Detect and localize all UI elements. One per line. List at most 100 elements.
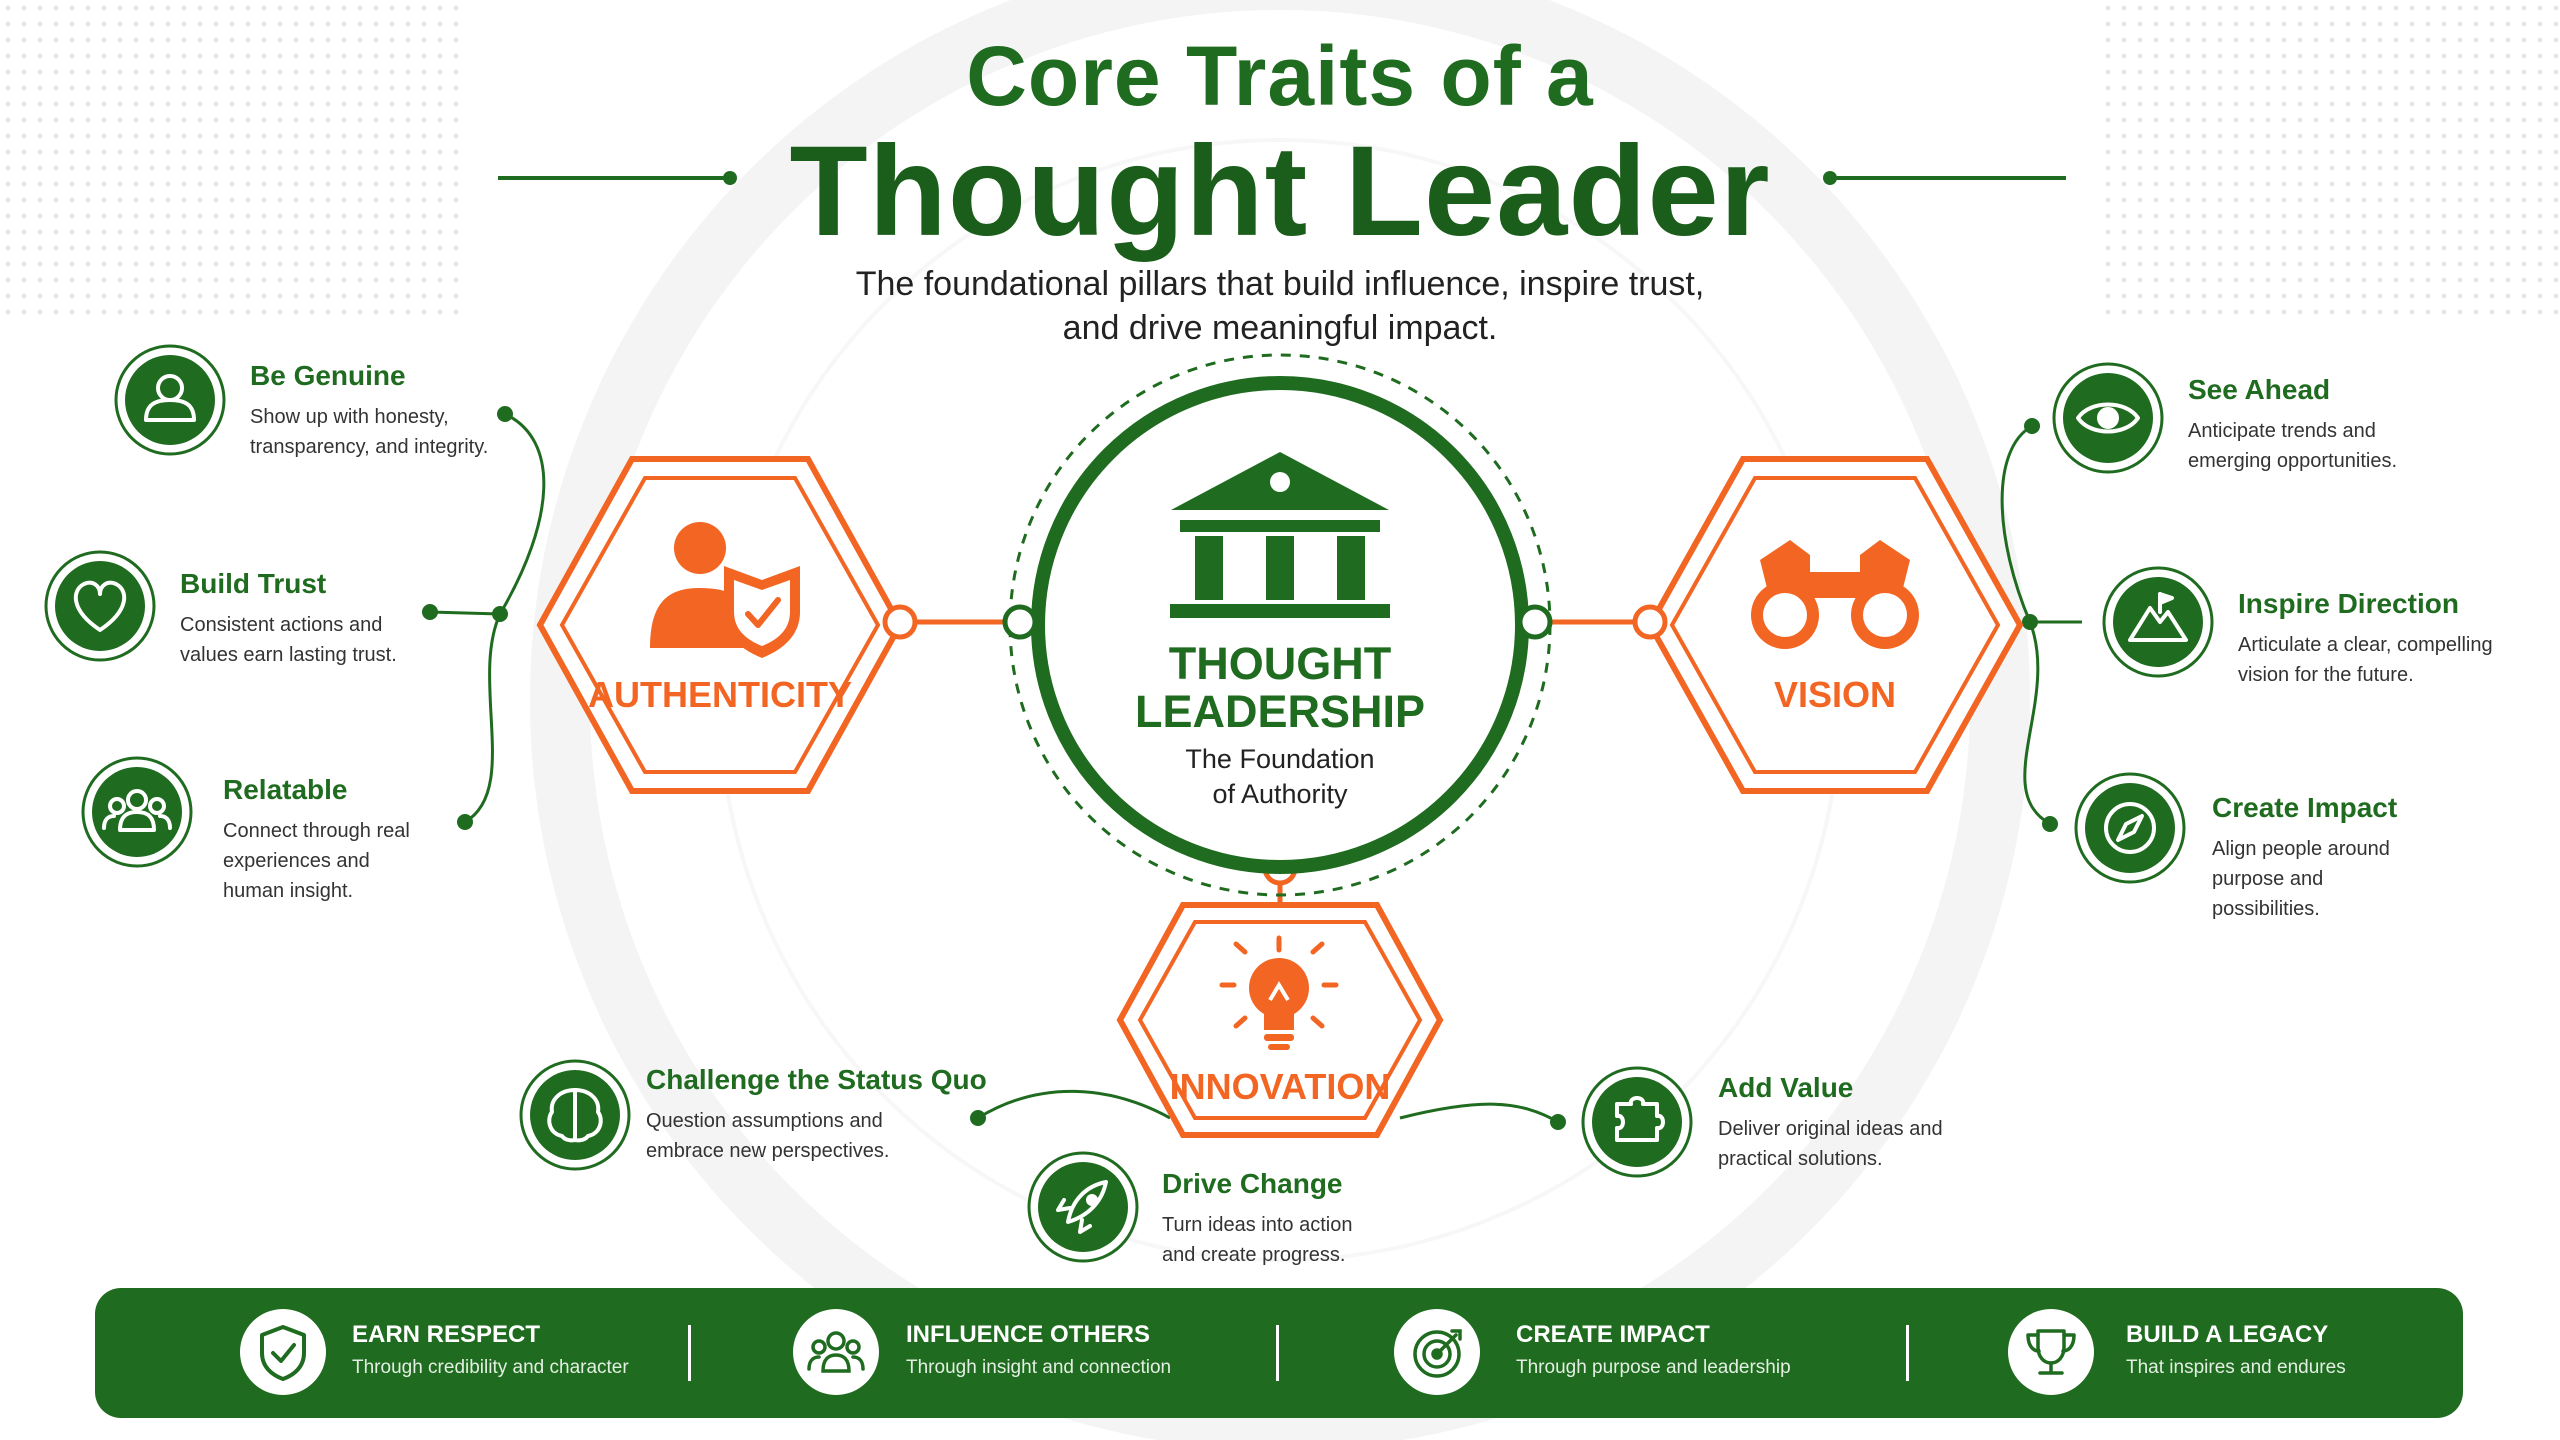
banner-item-build-legacy: BUILD A LEGACY That inspires and endures: [2126, 1321, 2346, 1379]
trait-build-trust: Build Trust Consistent actions and value…: [180, 568, 397, 670]
trait-desc: Consistent actions and values earn lasti…: [180, 610, 397, 670]
lightbulb-icon: [1219, 935, 1339, 1050]
center-title-line-1: THOUGHT: [1168, 638, 1392, 689]
trait-desc-line: experiences and: [223, 850, 370, 872]
left-connectors: [429, 412, 546, 824]
pillar-label-innovation: INNOVATION: [1169, 1066, 1391, 1107]
trait-desc-line: values earn lasting trust.: [180, 644, 397, 666]
subtitle-line-2: and drive meaningful impact.: [1062, 309, 1498, 347]
title-line-right: [1823, 171, 2066, 185]
connector-dot: [422, 604, 438, 620]
heart-icon: [73, 580, 127, 632]
trait-desc-line: Deliver original ideas and: [1718, 1118, 1943, 1140]
target-icon: [1413, 1329, 1462, 1378]
rocket-icon: [1056, 1180, 1108, 1234]
trait-desc-line: possibilities.: [2212, 898, 2320, 920]
pillar-label-authenticity: AUTHENTICITY: [588, 674, 852, 715]
trait-desc-line: embrace new perspectives.: [646, 1140, 890, 1162]
trait-title: Drive Change: [1162, 1168, 1343, 1199]
trait-desc-line: Question assumptions and: [646, 1110, 883, 1132]
trait-relatable: Relatable Connect through real experienc…: [223, 774, 410, 906]
trait-desc: Connect through real experiences and hum…: [223, 816, 410, 906]
center-circle: [1008, 353, 1552, 897]
compass-icon: [2104, 802, 2156, 854]
trait-add-value: Add Value Deliver original ideas and pra…: [1718, 1072, 1943, 1174]
trait-title: Create Impact: [2212, 792, 2398, 823]
connector-dot: [457, 814, 473, 830]
connector-dot: [970, 1110, 986, 1126]
banner-separator: [1276, 1325, 1279, 1381]
trait-title: Challenge the Status Quo: [646, 1064, 987, 1095]
trait-be-genuine: Be Genuine Show up with honesty, transpa…: [250, 360, 488, 462]
trait-desc-line: transparency, and integrity.: [250, 436, 489, 458]
mountain-flag-icon: [2128, 592, 2188, 642]
banner-icon-circle: [793, 1309, 879, 1395]
people-icon: [807, 1331, 865, 1373]
hexagon-vision: [1646, 456, 2024, 794]
trait-inspire-direction: Inspire Direction Articulate a clear, co…: [2238, 588, 2493, 690]
banner-title: EARN RESPECT: [352, 1321, 541, 1348]
subtitle: The foundational pillars that build infl…: [780, 262, 1780, 350]
trait-desc: Turn ideas into action and create progre…: [1162, 1210, 1352, 1270]
trait-desc-line: Show up with honesty,: [250, 406, 449, 428]
person-shield-icon: [650, 522, 800, 658]
connector-dot: [497, 406, 513, 422]
trait-desc: Question assumptions and embrace new per…: [646, 1106, 987, 1166]
trait-desc-line: Align people around: [2212, 838, 2390, 860]
trait-title: Add Value: [1718, 1072, 1854, 1103]
junction-ring: [882, 604, 918, 640]
banner-icon-circle: [2008, 1309, 2094, 1395]
dot-pattern-top-left: [0, 0, 460, 320]
trait-desc-line: Connect through real: [223, 820, 410, 842]
banner-item-earn-respect: EARN RESPECT Through credibility and cha…: [352, 1321, 629, 1379]
banner-item-create-impact: CREATE IMPACT Through purpose and leader…: [1516, 1321, 1791, 1379]
banner-icon-circle: [1394, 1309, 1480, 1395]
trait-drive-change: Drive Change Turn ideas into action and …: [1162, 1168, 1352, 1270]
trait-title: Relatable: [223, 774, 348, 805]
center-subtitle: The Foundation of Authority: [1130, 742, 1430, 812]
trait-title: See Ahead: [2188, 374, 2331, 405]
trait-icon-circles: [44, 344, 2214, 1263]
trait-title: Be Genuine: [250, 360, 406, 391]
banner-title: BUILD A LEGACY: [2126, 1321, 2329, 1348]
trophy-icon: [2026, 1329, 2076, 1375]
banner-desc: Through credibility and character: [352, 1357, 629, 1378]
center-title: THOUGHT LEADERSHIP: [1080, 640, 1480, 736]
trait-challenge-status-quo: Challenge the Status Quo Question assump…: [646, 1064, 987, 1166]
group-icon: [102, 789, 172, 832]
title-line-2: Thought Leader: [789, 120, 1771, 263]
puzzle-icon: [1615, 1096, 1665, 1142]
building-columns-icon: [1170, 452, 1390, 618]
dot-pattern-top-right: [2100, 0, 2560, 320]
trait-see-ahead: See Ahead Anticipate trends and emerging…: [2188, 374, 2397, 476]
banner-title: CREATE IMPACT: [1516, 1321, 1710, 1348]
junction-ring-green: [1517, 604, 1553, 640]
trait-desc-line: vision for the future.: [2238, 664, 2414, 686]
junction-ring: [1632, 604, 1668, 640]
banner-separator: [688, 1325, 691, 1381]
shield-check-icon: [260, 1325, 306, 1381]
trait-desc-line: Anticipate trends and: [2188, 420, 2376, 442]
trait-title: Inspire Direction: [2238, 588, 2459, 619]
trait-desc: Anticipate trends and emerging opportuni…: [2188, 416, 2397, 476]
banner-desc: Through purpose and leadership: [1516, 1357, 1791, 1378]
center-subtitle-line-2: of Authority: [1212, 779, 1348, 809]
connector-dot: [2024, 418, 2040, 434]
trait-desc-line: practical solutions.: [1718, 1148, 1883, 1170]
connector-dot: [1550, 1114, 1566, 1130]
trait-desc: Align people around purpose and possibil…: [2212, 834, 2397, 924]
connector-dot: [492, 606, 508, 622]
title-line-1: Core Traits of a: [966, 29, 1594, 123]
brain-icon: [547, 1088, 603, 1143]
banner-separator: [1906, 1325, 1909, 1381]
binoculars-icon: [1751, 540, 1919, 649]
trait-desc-line: and create progress.: [1162, 1244, 1346, 1266]
trait-desc-line: purpose and: [2212, 868, 2324, 890]
trait-title: Build Trust: [180, 568, 327, 599]
pillar-label-vision: VISION: [1773, 674, 1897, 715]
title-line-left: [498, 171, 737, 185]
center-subtitle-line-1: The Foundation: [1185, 744, 1375, 774]
bottom-connectors: [977, 1089, 1559, 1124]
